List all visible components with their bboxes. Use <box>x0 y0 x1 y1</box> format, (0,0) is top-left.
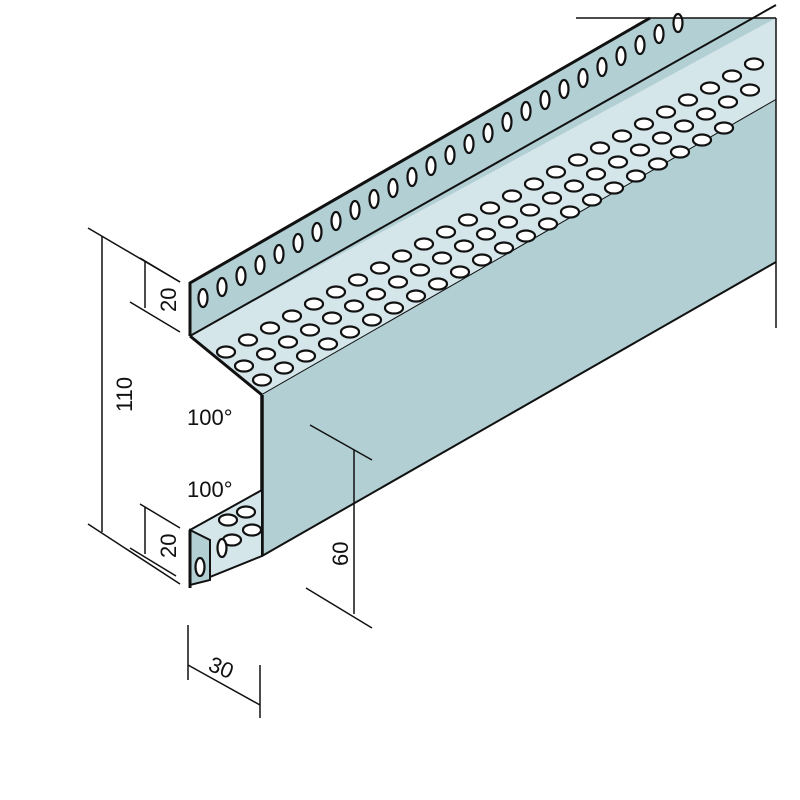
dim-label-bottom-flange: 20 <box>156 534 181 558</box>
dim-label-flange-depth: 30 <box>205 651 237 683</box>
angle-label-lower: 100° <box>187 477 233 502</box>
dimension-lines <box>87 17 777 718</box>
angle-label-upper: 100° <box>187 405 233 430</box>
dim-label-top-flange: 20 <box>156 288 181 312</box>
dim-label-total-height: 110 <box>112 377 137 412</box>
dim-label-offset: 60 <box>328 542 353 566</box>
main-web <box>262 100 776 556</box>
